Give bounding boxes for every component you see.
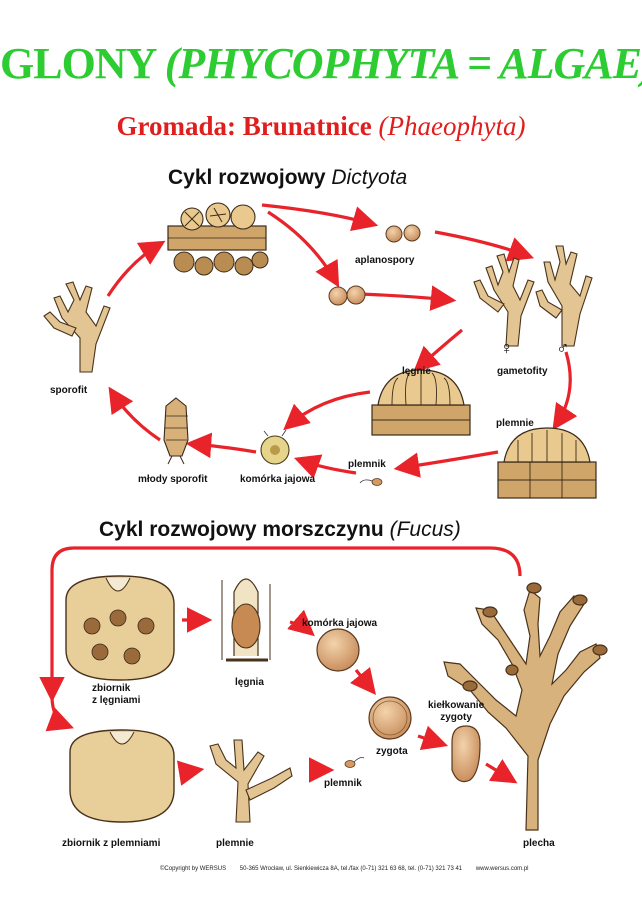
label-aplanospory: aplanospory bbox=[355, 255, 415, 266]
arrow-thallus-loop bbox=[39, 546, 522, 703]
label-mlody-sporofit: młody sporofit bbox=[138, 474, 208, 485]
label-gametofity: gametofity bbox=[497, 366, 548, 377]
arrow-loop-branch-to-conceptacle bbox=[45, 695, 74, 732]
label-sporofit: sporofit bbox=[50, 385, 88, 396]
fucus-thallus bbox=[443, 582, 608, 831]
sporophyte bbox=[43, 281, 111, 373]
label-zygota: zygota bbox=[376, 746, 408, 757]
label-legnia: lęgnia bbox=[235, 677, 264, 688]
dictyota-arrows bbox=[106, 203, 578, 479]
dictyota-sperm bbox=[359, 478, 383, 486]
poster-title: GLONY (PHYCOPHYTA = ALGAE) bbox=[0, 38, 642, 89]
arrow-sporangia-to-aplanospores-top bbox=[261, 203, 379, 232]
fucus-heading: Cykl rozwojowy morszczynu (Fucus) bbox=[99, 518, 461, 541]
footer-address: 50-365 Wrocław, ul. Sienkiewicza 8A, tel… bbox=[239, 866, 463, 872]
subtitle-main: Gromada: Brunatnice bbox=[116, 111, 372, 141]
label-legnie: lęgnie bbox=[402, 366, 431, 377]
label-plemnik: plemnik bbox=[348, 459, 386, 470]
label-komorka-jajowa: komórka jajowa bbox=[240, 474, 316, 485]
label-plemnie: plemnie bbox=[496, 418, 534, 429]
dictyota-egg-cell bbox=[260, 429, 290, 465]
aplanospores bbox=[328, 224, 421, 306]
subtitle-latin: (Phaeophyta) bbox=[378, 111, 526, 141]
label-zbiornik-z-plemniami: zbiornik z plemniami bbox=[62, 838, 161, 849]
female-symbol: ♀ bbox=[500, 338, 514, 358]
arrow-sporangia-to-aplanospores-bottom bbox=[267, 210, 340, 288]
label-plemnie-fucus: plemnie bbox=[216, 838, 254, 849]
arrow-male-conceptacle-to-antheridia bbox=[176, 760, 205, 786]
label-komorka-jajowa-fucus: komórka jajowa bbox=[302, 618, 378, 629]
zygote bbox=[368, 696, 412, 740]
oogonium bbox=[221, 578, 271, 662]
conceptacle-with-oogonia bbox=[65, 575, 175, 681]
female-gametophyte bbox=[473, 253, 535, 347]
footer: ©Copyright by WERSUS 50-365 Wrocław, ul.… bbox=[160, 866, 541, 872]
sporangia-tissue bbox=[167, 202, 269, 276]
poster-subtitle: Gromada: Brunatnice (Phaeophyta) bbox=[0, 111, 642, 142]
label-zbiornik-z-legniami: zbiornik z lęgniami bbox=[92, 683, 141, 706]
young-sporophyte bbox=[163, 397, 189, 465]
arrow-sperm-to-egg bbox=[293, 454, 357, 479]
arrow-egg-to-zygote bbox=[350, 667, 376, 695]
male-symbol: ♂ bbox=[556, 338, 570, 358]
fucus-arrows bbox=[39, 546, 522, 786]
arrow-oogonia-to-egg bbox=[283, 390, 371, 431]
germinating-zygote bbox=[451, 725, 481, 783]
arrow-young-to-sporophyte bbox=[108, 386, 161, 442]
male-gametophyte bbox=[535, 245, 593, 347]
fucus-antheridia-branch bbox=[209, 739, 293, 823]
oogonia-tissue bbox=[371, 369, 471, 436]
arrow-aplanospores-to-gametophyte-left bbox=[434, 230, 535, 262]
antheridia-tissue bbox=[497, 427, 597, 499]
fucus-egg-cell bbox=[316, 628, 360, 672]
footer-copyright: ©Copyright by WERSUS bbox=[160, 866, 227, 872]
title-main: GLONY bbox=[0, 39, 156, 88]
arrow-antheridia-to-sperm bbox=[393, 450, 499, 478]
arrow-oogonium-to-egg bbox=[287, 609, 315, 637]
title-latin: (PHYCOPHYTA = ALGAE) bbox=[164, 39, 642, 88]
arrow-male-to-antheridia bbox=[552, 351, 578, 431]
dictyota-heading-latin: Dictyota bbox=[331, 166, 408, 189]
arrow-zygote-to-germination bbox=[417, 725, 449, 751]
arrow-germination-to-thallus bbox=[485, 759, 518, 784]
label-kielkowanie-zygoty: kiełkowanie zygoty bbox=[428, 700, 485, 723]
label-plecha: plecha bbox=[523, 838, 555, 849]
arrow-egg-to-young-sporophyte bbox=[185, 432, 257, 459]
arrow-aplanospores-to-gametophyte-bottom bbox=[359, 285, 457, 311]
arrow-female-to-oogonia bbox=[413, 328, 464, 373]
dictyota-heading: Cykl rozwojowy Dictyota bbox=[168, 166, 408, 189]
label-plemnik-fucus: plemnik bbox=[324, 778, 362, 789]
fucus-sperm bbox=[344, 757, 365, 768]
footer-web[interactable]: www.wersus.com.pl bbox=[475, 866, 529, 872]
arrow-sporophyte-to-sporangia bbox=[106, 240, 166, 297]
conceptacle-with-antheridia bbox=[69, 729, 175, 823]
fucus-heading-latin: (Fucus) bbox=[389, 518, 461, 541]
